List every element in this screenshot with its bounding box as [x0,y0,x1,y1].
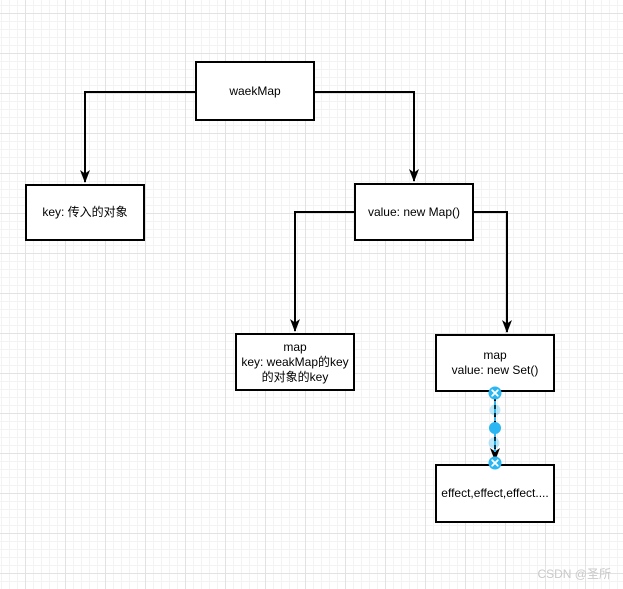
node-value-new-map-label: value: new Map() [367,204,461,219]
node-effects[interactable]: effect,effect,effect.... [435,464,555,523]
node-map-value-new-set-label: map value: new Set() [451,348,539,377]
node-key-object[interactable]: key: 传入的对象 [25,184,145,241]
node-key-object-label: key: 传入的对象 [42,205,128,219]
edge-waekmap-to-value-map[interactable] [315,91,419,182]
edge-map-value-to-effects-selected[interactable] [488,386,502,470]
node-map-key-label: map key: weakMap的key 的对象的key [241,339,349,384]
edge-virtual-waypoint-handle[interactable] [489,404,501,416]
edge-value-map-to-map-value[interactable] [474,211,512,333]
edge-value-map-to-map-key[interactable] [290,211,354,332]
edge-waypoint-handle[interactable] [489,422,501,434]
node-waekmap[interactable]: waekMap [195,61,315,121]
edge-virtual-waypoint-handle[interactable] [488,437,500,449]
node-effects-label: effect,effect,effect.... [441,486,549,500]
node-map-key[interactable]: map key: weakMap的key 的对象的key [235,333,355,391]
node-map-value-new-set[interactable]: map value: new Set() [435,334,555,392]
node-waekmap-label: waekMap [229,83,281,98]
watermark: CSDN @圣所 [537,567,611,581]
edge-waekmap-to-key[interactable] [80,91,195,183]
node-value-new-map[interactable]: value: new Map() [354,183,474,241]
